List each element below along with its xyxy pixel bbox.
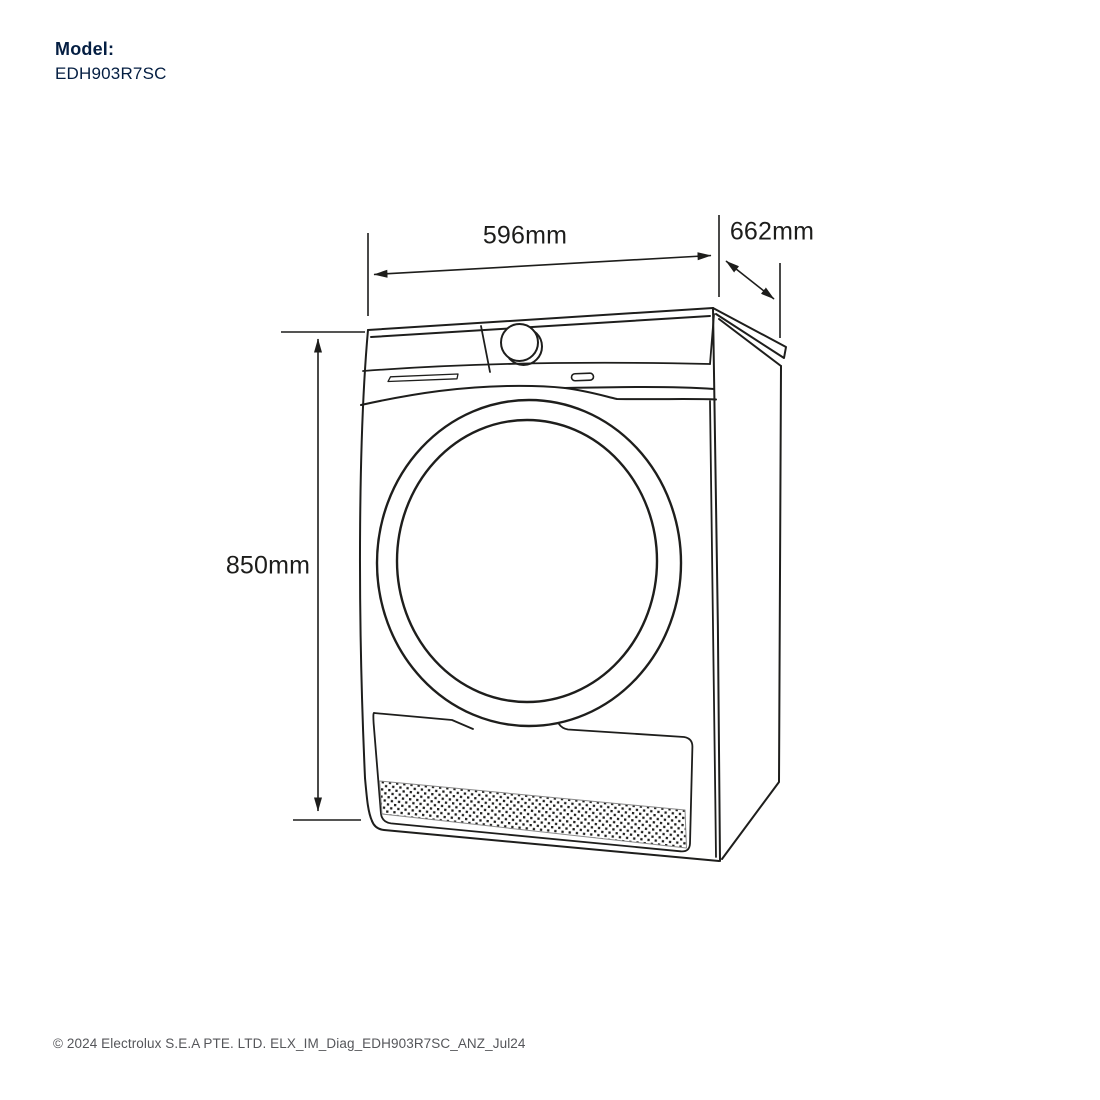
- door-glass: [395, 418, 659, 704]
- depth-dimension-label: 662mm: [729, 217, 815, 246]
- door-outer-ring: [375, 398, 683, 728]
- dryer-side-panel: [721, 365, 782, 860]
- model-block: Model: EDH903R7SC: [55, 38, 167, 84]
- height-dimension-line: [281, 331, 365, 821]
- depth-dimension-line: [725, 260, 781, 338]
- dryer-top-panel: [367, 307, 787, 367]
- copyright-text: © 2024 Electrolux S.E.A PTE. LTD. ELX_IM…: [53, 1036, 526, 1051]
- model-number: EDH903R7SC: [55, 63, 167, 83]
- front-seam: [360, 384, 717, 406]
- width-dimension-label: 596mm: [482, 221, 568, 250]
- dryer-front-panel: [358, 307, 721, 862]
- drawer-groove: [387, 373, 459, 383]
- width-dimension-line: [367, 215, 720, 316]
- model-heading: Model:: [55, 39, 115, 59]
- control-knob: [500, 323, 543, 366]
- control-panel: [362, 313, 715, 383]
- vent-grille: [379, 780, 687, 849]
- height-dimension-label: 850mm: [225, 551, 311, 580]
- kick-panel: [372, 712, 694, 853]
- door: [375, 398, 683, 728]
- program-indicator: [570, 372, 595, 382]
